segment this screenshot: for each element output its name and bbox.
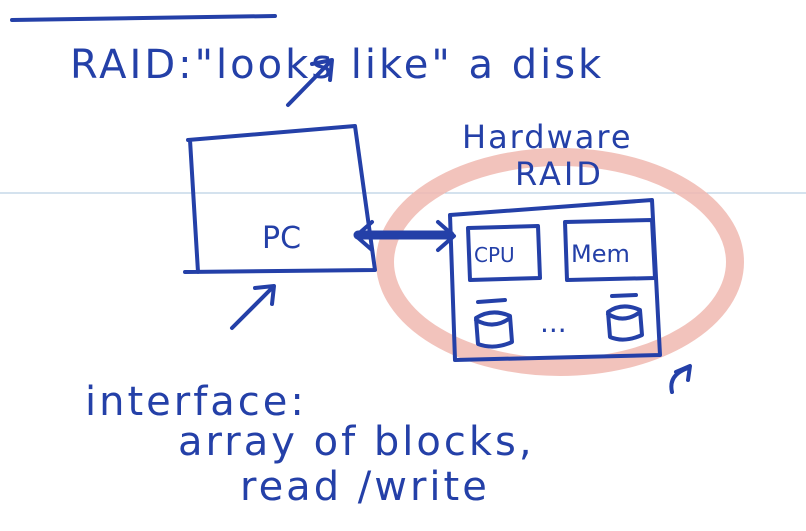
raid-label: RAID xyxy=(515,155,604,193)
arrow-icon xyxy=(669,364,692,394)
mem-box xyxy=(563,218,657,282)
title-text: RAID:"looks like" a disk xyxy=(70,42,604,88)
arrow-heads-icon xyxy=(354,220,456,252)
highlight-circle xyxy=(376,148,744,376)
interface-label: interface: xyxy=(85,379,307,425)
arrow-icon xyxy=(286,58,334,107)
disk-icon xyxy=(606,293,644,342)
disks-ellipsis: ... xyxy=(540,306,567,339)
pc-label: PC xyxy=(262,221,301,256)
cpu-label: CPU xyxy=(474,243,515,267)
mem-label: Mem xyxy=(571,240,630,268)
interface-array-text: array of blocks, xyxy=(178,419,535,465)
disk-icon xyxy=(474,298,514,349)
pc-box xyxy=(183,124,377,274)
top-divider-line xyxy=(10,14,277,22)
cpu-box xyxy=(466,224,542,282)
arrow-icon xyxy=(230,284,276,330)
hardware-raid-box xyxy=(448,198,662,362)
interface-readwrite-text: read /write xyxy=(240,464,490,510)
hardware-label: Hardware xyxy=(462,118,633,156)
